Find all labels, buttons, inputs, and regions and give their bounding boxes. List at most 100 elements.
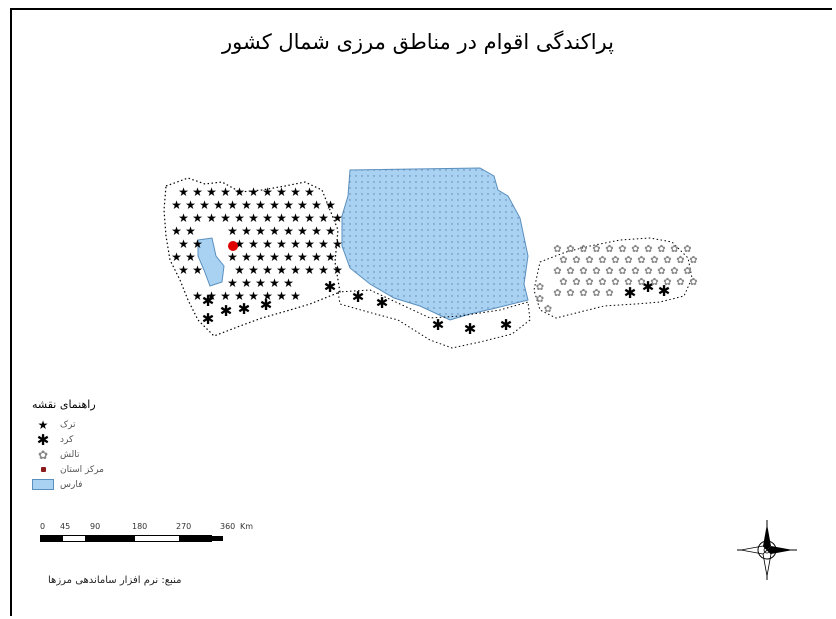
compass-rose-icon xyxy=(737,520,797,580)
star-symbol: ★ xyxy=(276,263,287,277)
star-symbol: ★ xyxy=(248,211,259,225)
flower-symbol: ✿ xyxy=(585,255,593,266)
flower-symbol: ✿ xyxy=(624,255,632,266)
flower-symbol: ✿ xyxy=(663,255,671,266)
star-symbol: ★ xyxy=(248,263,259,277)
star-symbol: ★ xyxy=(234,211,245,225)
star-symbol: ★ xyxy=(262,289,273,303)
scale-tick: 45 xyxy=(60,522,71,531)
star-symbol: ★ xyxy=(241,250,252,264)
flower-symbol: ✿ xyxy=(579,266,587,277)
flower-symbol: ✿ xyxy=(670,244,678,255)
source-text: منبع: نرم افزار ساماندهی مرزها xyxy=(48,575,182,586)
flower-symbol: ✿ xyxy=(611,255,619,266)
flower-symbol: ✿ xyxy=(637,255,645,266)
flower-symbol: ✿ xyxy=(644,266,652,277)
asterisk-icon: ✱ xyxy=(36,430,50,449)
star-symbol: ★ xyxy=(262,211,273,225)
asterisk-symbol: ✱ xyxy=(324,278,337,296)
color-swatch-icon xyxy=(32,479,54,490)
star-symbol: ★ xyxy=(255,276,266,290)
legend-item-flower: ✿ تالش xyxy=(32,447,202,462)
star-symbol: ★ xyxy=(227,276,238,290)
flower-symbol: ✿ xyxy=(598,255,606,266)
star-symbol: ★ xyxy=(332,263,343,277)
region-east xyxy=(533,237,693,319)
flower-symbol: ✿ xyxy=(572,277,580,288)
legend-item-star: ★ ترک xyxy=(32,417,202,432)
flower-symbol: ✿ xyxy=(598,277,606,288)
flower-symbol: ✿ xyxy=(683,266,691,277)
star-symbol: ★ xyxy=(192,185,203,199)
star-icon: ★ xyxy=(37,417,49,432)
asterisk-symbol: ✱ xyxy=(238,300,251,318)
star-symbol: ★ xyxy=(192,237,203,251)
flower-symbol: ✿ xyxy=(605,244,613,255)
star-symbol: ★ xyxy=(178,185,189,199)
flower-symbols: ✿✿✿✿✿✿✿✿✿✿✿✿✿✿✿✿✿✿✿✿✿✿✿✿✿✿✿✿✿✿✿✿✿✿✿✿✿✿✿✿… xyxy=(536,244,698,315)
star-symbol: ★ xyxy=(178,237,189,251)
flower-symbol: ✿ xyxy=(559,277,567,288)
flower-symbol: ✿ xyxy=(676,277,684,288)
star-symbol: ★ xyxy=(276,211,287,225)
flower-symbol: ✿ xyxy=(566,288,574,299)
lake-urmia xyxy=(197,237,225,287)
flower-symbol: ✿ xyxy=(657,244,665,255)
star-symbol: ★ xyxy=(220,211,231,225)
star-symbol: ★ xyxy=(248,185,259,199)
flower-symbol: ✿ xyxy=(536,294,544,305)
scale-tick: 90 xyxy=(90,522,101,531)
star-symbol: ★ xyxy=(269,250,280,264)
asterisk-symbol: ✱ xyxy=(202,310,215,328)
star-symbol: ★ xyxy=(241,224,252,238)
star-symbol: ★ xyxy=(311,198,322,212)
flower-symbol: ✿ xyxy=(631,244,639,255)
scale-tick: 0 xyxy=(40,522,46,531)
asterisk-symbol: ✱ xyxy=(202,292,215,310)
star-symbol: ★ xyxy=(227,198,238,212)
flower-symbol: ✿ xyxy=(683,244,691,255)
flower-symbol: ✿ xyxy=(605,266,613,277)
star-symbol: ★ xyxy=(234,185,245,199)
asterisk-symbol: ✱ xyxy=(220,302,233,320)
star-symbol: ★ xyxy=(325,198,336,212)
star-symbol: ★ xyxy=(297,224,308,238)
region-west xyxy=(163,177,341,337)
star-symbol: ★ xyxy=(192,263,203,277)
star-symbol: ★ xyxy=(206,185,217,199)
flower-symbol: ✿ xyxy=(553,288,561,299)
scale-bar-graphic xyxy=(40,535,223,542)
star-symbol: ★ xyxy=(206,211,217,225)
star-symbol: ★ xyxy=(178,211,189,225)
flower-symbol: ✿ xyxy=(644,244,652,255)
star-symbol: ★ xyxy=(276,237,287,251)
flower-symbol: ✿ xyxy=(536,282,544,293)
star-symbol: ★ xyxy=(297,250,308,264)
asterisk-symbol: ✱ xyxy=(500,316,513,334)
flower-symbol: ✿ xyxy=(544,304,552,315)
star-symbol: ★ xyxy=(276,185,287,199)
legend-label: ترک xyxy=(60,419,76,430)
scale-tick: 180 xyxy=(132,522,148,531)
flower-symbol: ✿ xyxy=(618,266,626,277)
star-symbol: ★ xyxy=(304,237,315,251)
flower-symbol: ✿ xyxy=(592,244,600,255)
star-symbol: ★ xyxy=(290,289,301,303)
star-symbol: ★ xyxy=(234,263,245,277)
star-symbol: ★ xyxy=(227,224,238,238)
star-symbol: ★ xyxy=(248,289,259,303)
star-symbol: ★ xyxy=(192,289,203,303)
star-symbol: ★ xyxy=(269,224,280,238)
asterisk-symbol: ✱ xyxy=(432,316,445,334)
star-symbol: ★ xyxy=(262,263,273,277)
asterisk-symbol: ✱ xyxy=(658,282,671,300)
star-symbol: ★ xyxy=(248,237,259,251)
flower-symbol: ✿ xyxy=(689,255,697,266)
star-symbol: ★ xyxy=(283,276,294,290)
star-symbol: ★ xyxy=(318,237,329,251)
star-symbol: ★ xyxy=(332,211,343,225)
flower-symbol: ✿ xyxy=(689,277,697,288)
legend-label: مرکز استان xyxy=(60,464,105,475)
flower-icon: ✿ xyxy=(37,447,49,462)
